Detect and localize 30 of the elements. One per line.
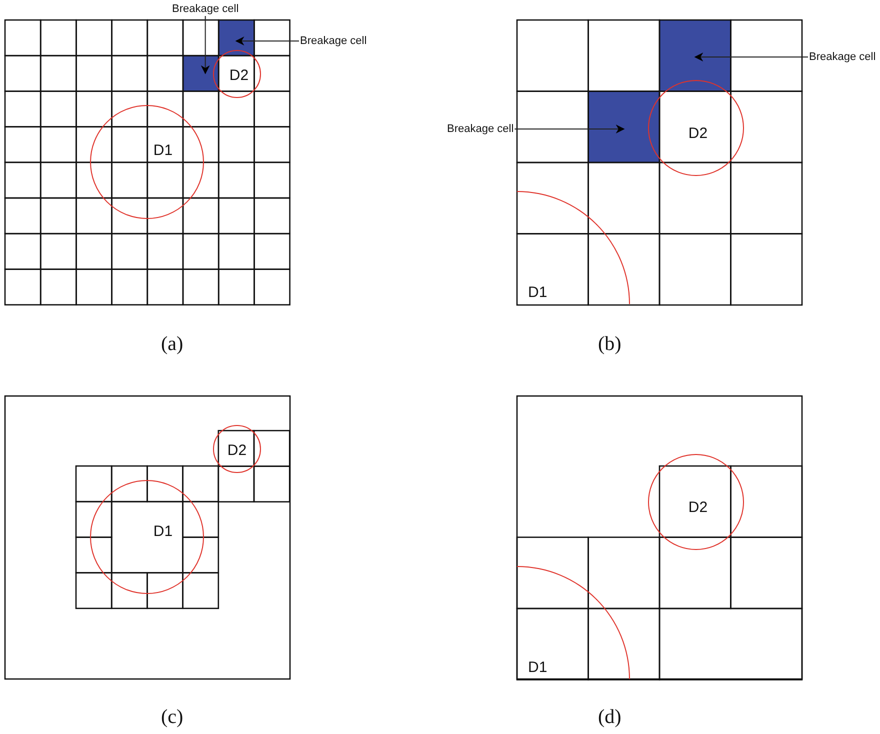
region-label: D1 [528, 285, 548, 301]
callout-text: Breakage cell [447, 123, 514, 135]
range-circle [648, 454, 744, 550]
range-circle [213, 425, 261, 473]
arrow [200, 16, 210, 74]
range-circle [648, 80, 744, 176]
arrow [235, 36, 300, 46]
range-circle [213, 50, 261, 98]
region-label: D2 [688, 500, 708, 516]
arrow [514, 124, 625, 134]
range-circle [90, 105, 204, 219]
range-arc [517, 566, 630, 679]
region-label: D1 [153, 524, 173, 540]
breakage-cell [588, 91, 660, 162]
arrow [694, 52, 808, 62]
breakage-cell [660, 20, 731, 92]
range-arc [517, 191, 630, 304]
callout-text: Breakage cell [809, 51, 876, 63]
panel-caption: (c) [161, 706, 184, 729]
panel-caption: (a) [161, 333, 184, 356]
region-label: D2 [229, 68, 249, 84]
panel-caption: (d) [598, 706, 622, 729]
region-label: D1 [153, 143, 173, 159]
panel-caption: (b) [598, 333, 622, 356]
range-circle [90, 480, 204, 594]
region-label: D1 [528, 660, 548, 676]
callout-text: Breakage cell [300, 35, 367, 47]
callout-text: Breakage cell [172, 3, 239, 15]
region-label: D2 [688, 126, 708, 142]
region-label: D2 [227, 443, 247, 459]
